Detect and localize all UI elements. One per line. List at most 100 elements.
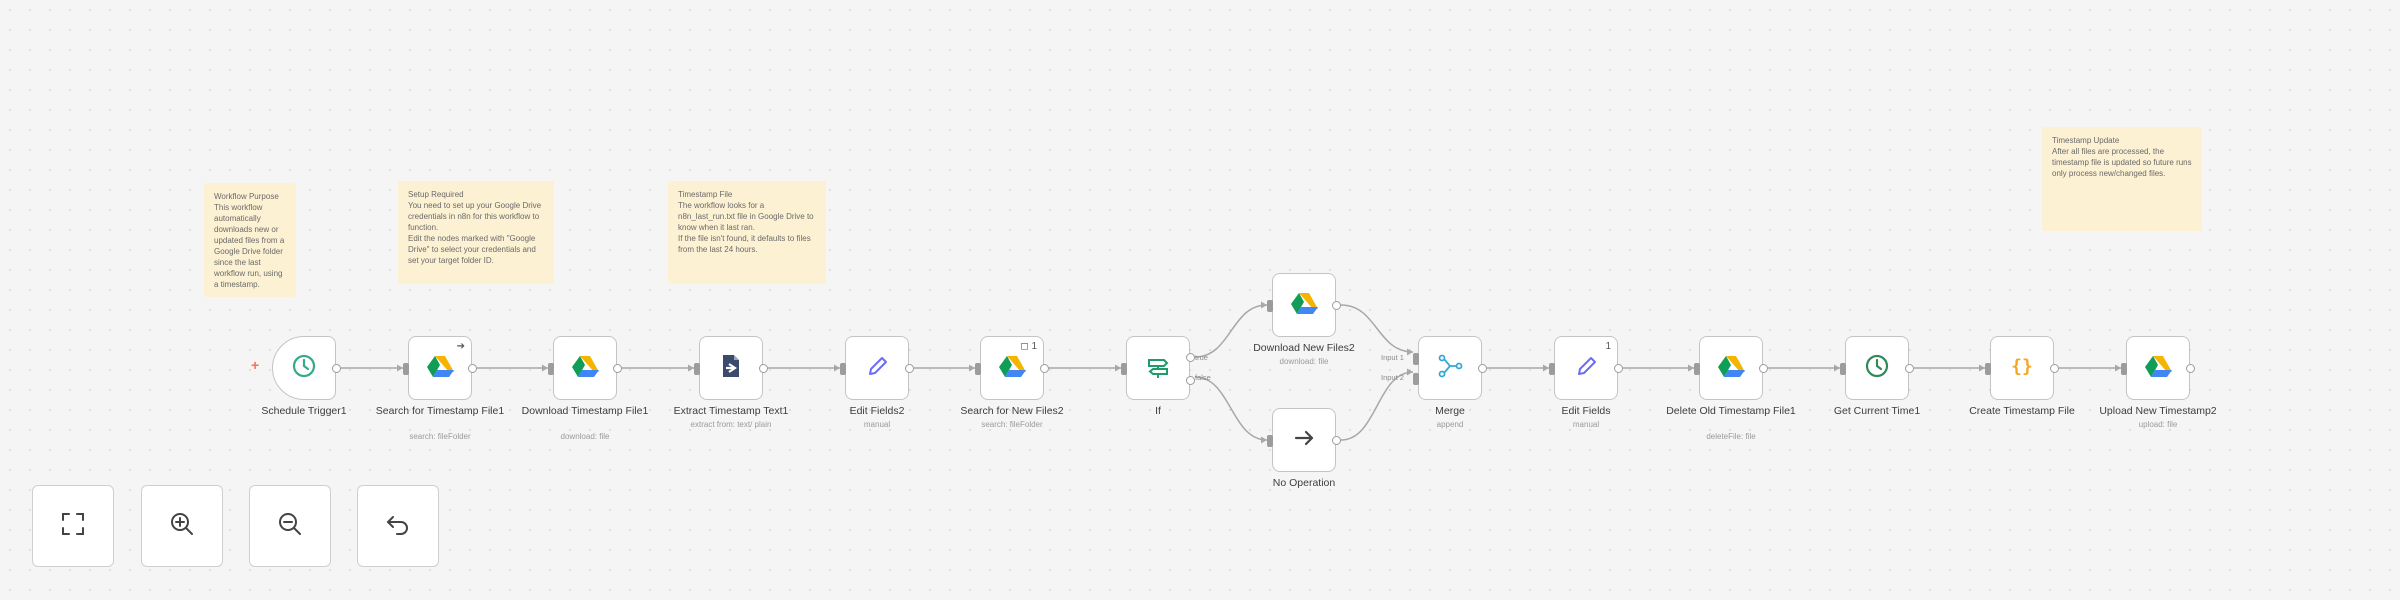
zoom-out-icon — [275, 509, 305, 544]
input-handle[interactable] — [1121, 363, 1127, 375]
node-schedule-trigger[interactable] — [272, 336, 341, 400]
node-delete-old-timestamp-file[interactable] — [1694, 336, 1768, 400]
zoom-out-button[interactable] — [249, 485, 331, 567]
output-handle[interactable] — [905, 364, 914, 373]
clock-icon — [289, 351, 319, 386]
undo-icon — [383, 509, 413, 544]
node-merge[interactable] — [1413, 336, 1487, 400]
node-label: Schedule Trigger1 — [261, 405, 347, 417]
google-drive-icon — [570, 351, 600, 386]
sticky-note-timestamp-file[interactable]: Timestamp File The workflow looks for a … — [668, 181, 826, 284]
input-1-handle[interactable] — [1413, 353, 1419, 365]
node-download-new-files-2[interactable] — [1267, 273, 1341, 337]
pencil-icon — [1571, 351, 1601, 386]
connection-arrowhead — [1407, 348, 1413, 356]
output-handle[interactable] — [1332, 301, 1341, 310]
branch-label-false: false — [1195, 373, 1211, 382]
input-handle[interactable] — [2121, 363, 2127, 375]
input-handle[interactable] — [403, 363, 409, 375]
output-handle[interactable] — [1905, 364, 1914, 373]
node-download-timestamp-file[interactable] — [548, 336, 622, 400]
connection-arrowhead — [397, 364, 403, 372]
output-handle[interactable] — [1478, 364, 1487, 373]
node-label: Create Timestamp File — [1969, 405, 2075, 417]
connection-edge[interactable] — [1340, 371, 1414, 441]
node-search-timestamp-file[interactable]: ➔ — [403, 336, 477, 400]
node-create-timestamp-file[interactable]: {} — [1985, 336, 2059, 400]
input-handle[interactable] — [975, 363, 981, 375]
input-handle[interactable] — [1549, 363, 1555, 375]
node-label: Extract Timestamp Text1 — [673, 405, 789, 417]
fit-view-button[interactable] — [32, 485, 114, 567]
node-subtitle: upload: file — [2138, 420, 2178, 429]
node-edit-fields-2[interactable] — [840, 336, 914, 400]
connection-arrowhead — [1115, 364, 1121, 372]
node-if[interactable] — [1121, 336, 1195, 400]
google-drive-icon — [1716, 351, 1746, 386]
connection-arrowhead — [1834, 364, 1840, 372]
output-handle[interactable] — [1614, 364, 1623, 373]
input-handle[interactable] — [1267, 300, 1273, 312]
node-label: No Operation — [1272, 477, 1336, 489]
connection-arrowhead — [1261, 301, 1267, 309]
node-label: Edit Fields — [1561, 405, 1611, 417]
google-drive-icon — [425, 351, 455, 386]
connection-edge[interactable] — [1194, 376, 1268, 441]
input-handle[interactable] — [840, 363, 846, 375]
input-handle[interactable] — [1985, 363, 1991, 375]
output-handle[interactable] — [2050, 364, 2059, 373]
google-drive-icon — [2143, 351, 2173, 386]
sticky-note-timestamp-update[interactable]: Timestamp Update After all files are pro… — [2042, 127, 2202, 231]
output-handle[interactable] — [1040, 364, 1049, 373]
node-get-current-time[interactable] — [1840, 336, 1914, 400]
connection-arrowhead — [1543, 364, 1549, 372]
node-label: Delete Old Timestamp File1 — [1666, 405, 1796, 417]
svg-text:{}: {} — [2011, 356, 2033, 377]
sticky-note-setup-required[interactable]: Setup Required You need to set up your G… — [398, 181, 554, 284]
node-label: Download Timestamp File1 — [521, 405, 649, 417]
merge-icon — [1435, 351, 1465, 386]
node-subtitle: manual — [1572, 420, 1600, 429]
output-handle[interactable] — [2186, 364, 2195, 373]
output-handle[interactable] — [613, 364, 622, 373]
node-label: Edit Fields2 — [849, 405, 905, 417]
sticky-note-workflow-purpose[interactable]: Workflow Purpose This workflow automatic… — [204, 183, 296, 297]
connection-arrowhead — [542, 364, 548, 372]
reset-zoom-button[interactable] — [357, 485, 439, 567]
input-handle[interactable] — [1267, 435, 1273, 447]
output-handle[interactable] — [468, 364, 477, 373]
node-no-operation[interactable] — [1267, 408, 1341, 472]
node-search-new-files-2[interactable]: ◻ 1 — [975, 336, 1049, 400]
node-subtitle: search: fileFolder — [981, 420, 1043, 429]
output-handle[interactable] — [1332, 436, 1341, 445]
node-subtitle: download: file — [560, 432, 610, 441]
connection-edge[interactable] — [1340, 304, 1414, 353]
input-handle[interactable] — [1694, 363, 1700, 375]
true-output-handle[interactable] — [1186, 353, 1195, 362]
output-handle[interactable] — [332, 364, 341, 373]
node-subtitle: manual — [863, 420, 891, 429]
output-handle[interactable] — [1759, 364, 1768, 373]
false-output-handle[interactable] — [1186, 376, 1195, 385]
arrow-right-icon — [1289, 423, 1319, 458]
connection-arrowhead — [688, 364, 694, 372]
node-label: If — [1155, 405, 1161, 417]
node-subtitle: search: fileFolder — [409, 432, 471, 441]
fit-view-icon — [58, 509, 88, 544]
node-extract-timestamp-text[interactable] — [694, 336, 768, 400]
input-2-handle[interactable] — [1413, 373, 1419, 385]
connection-edge[interactable] — [1194, 304, 1268, 358]
node-edit-fields[interactable]: 1 — [1549, 336, 1623, 400]
input-handle[interactable] — [694, 363, 700, 375]
input-handle[interactable] — [548, 363, 554, 375]
add-trigger-icon[interactable]: + — [251, 357, 260, 373]
node-upload-new-timestamp-2[interactable] — [2121, 336, 2195, 400]
zoom-in-button[interactable] — [141, 485, 223, 567]
output-handle[interactable] — [759, 364, 768, 373]
connection-arrowhead — [1688, 364, 1694, 372]
node-label: Merge — [1435, 405, 1465, 417]
zoom-in-icon — [167, 509, 197, 544]
input-handle[interactable] — [1840, 363, 1846, 375]
